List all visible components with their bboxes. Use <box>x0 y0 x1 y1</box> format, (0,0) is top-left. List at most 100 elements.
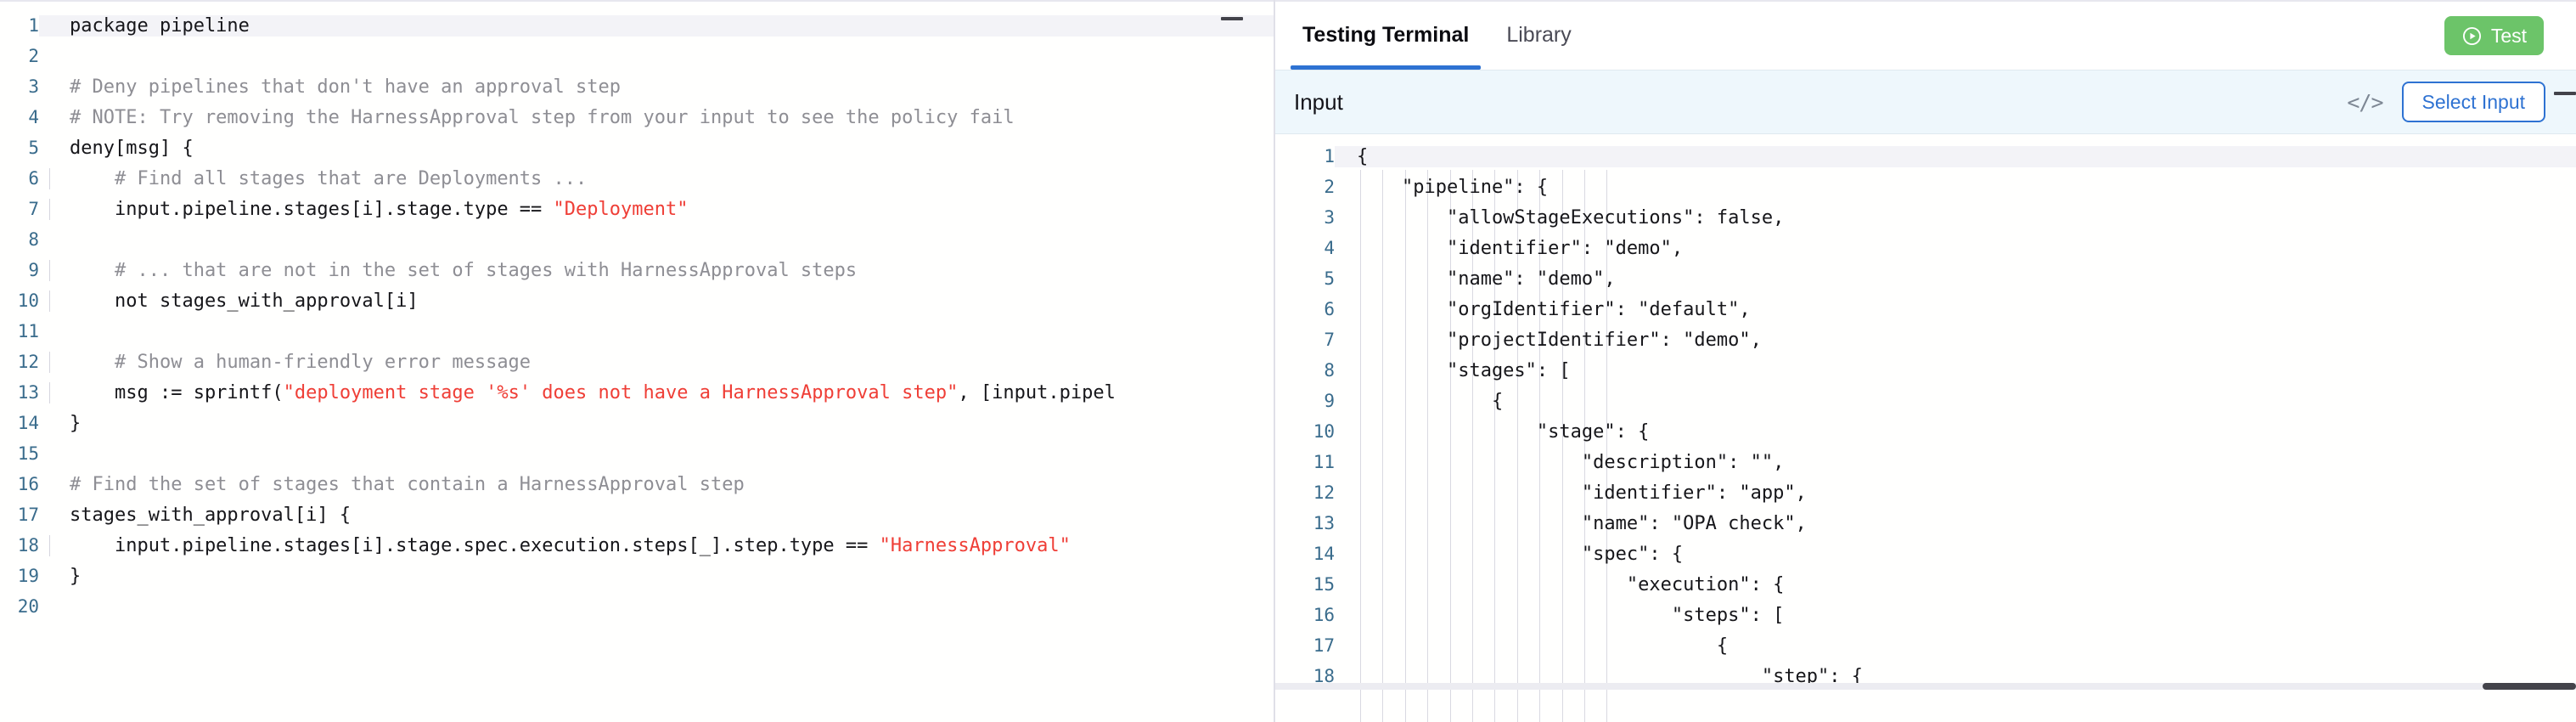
json-line[interactable]: 7 "projectIdentifier": "demo", <box>1275 324 2576 355</box>
line-number: 7 <box>1324 330 1335 350</box>
json-line-text: "identifier": "demo", <box>1357 237 1684 259</box>
json-line[interactable]: 16 "steps": [ <box>1275 600 2576 630</box>
line-number: 11 <box>1313 452 1335 472</box>
json-line-text: "steps": [ <box>1357 604 1785 626</box>
code-line[interactable]: 9 # ... that are not in the set of stage… <box>0 255 1274 285</box>
scrollbar-thumb[interactable] <box>2483 683 2576 690</box>
code-line-text: input.pipeline.stages[i].stage.spec.exec… <box>39 534 1274 556</box>
code-line-text: not stages_with_approval[i] <box>39 290 1274 312</box>
input-label: Input <box>1294 88 1343 115</box>
code-line[interactable]: 7 input.pipeline.stages[i].stage.type ==… <box>0 194 1274 224</box>
tab-library-label: Library <box>1506 23 1572 47</box>
json-line[interactable]: 9 { <box>1275 386 2576 416</box>
json-line[interactable]: 8 "stages": [ <box>1275 355 2576 386</box>
code-line[interactable]: 11 <box>0 316 1274 347</box>
test-button[interactable]: Test <box>2444 16 2544 55</box>
code-line[interactable]: 4 # NOTE: Try removing the HarnessApprova… <box>0 102 1274 133</box>
json-line[interactable]: 5 "name": "demo", <box>1275 263 2576 294</box>
code-line[interactable]: 20 <box>0 591 1274 622</box>
json-line-text: "name": "demo", <box>1357 268 1616 290</box>
horizontal-scrollbar[interactable] <box>1275 683 2576 690</box>
code-line[interactable]: 6 # Find all stages that are Deployments… <box>0 163 1274 194</box>
code-line[interactable]: 18 input.pipeline.stages[i].stage.spec.e… <box>0 530 1274 561</box>
code-brackets-icon[interactable]: </> <box>2347 89 2383 115</box>
code-line[interactable]: 19} <box>0 561 1274 591</box>
code-line[interactable]: 13 msg := sprintf("deployment stage '%s'… <box>0 377 1274 408</box>
line-number: 3 <box>1324 207 1335 228</box>
code-line[interactable]: 5 deny[msg] { <box>0 133 1274 163</box>
line-number: 4 <box>28 107 39 127</box>
editor-minimize-icon[interactable] <box>1221 17 1243 20</box>
line-number: 8 <box>28 229 39 250</box>
code-line[interactable]: 15 <box>0 438 1274 469</box>
json-line-text: "pipeline": { <box>1357 176 1549 198</box>
code-line[interactable]: 12 # Show a human-friendly error message <box>0 347 1274 377</box>
json-line[interactable]: 10 "stage": { <box>1275 416 2576 447</box>
code-token: deny[msg] { <box>70 137 194 159</box>
line-number: 10 <box>17 290 39 311</box>
json-line-text: { <box>1357 635 1729 657</box>
line-number: 12 <box>17 352 39 372</box>
code-line-text: } <box>39 413 1274 434</box>
json-line[interactable]: 14 "spec": { <box>1275 539 2576 569</box>
input-bar: Input </> Select Input <box>1275 70 2576 134</box>
input-json-viewer[interactable]: 1{2 "pipeline": {3 "allowStageExecutions… <box>1275 134 2576 722</box>
json-line[interactable]: 6 "orgIdentifier": "default", <box>1275 294 2576 324</box>
code-line-text: # Deny pipelines that don't have an appr… <box>39 76 1274 98</box>
line-number: 15 <box>1313 574 1335 595</box>
json-line[interactable]: 11 "description": "", <box>1275 447 2576 477</box>
code-token: # NOTE: Try removing the HarnessApproval… <box>70 106 1015 128</box>
line-number: 17 <box>1313 635 1335 656</box>
json-line[interactable]: 15 "execution": { <box>1275 569 2576 600</box>
play-circle-icon <box>2461 25 2483 47</box>
json-line[interactable]: 3 "allowStageExecutions": false, <box>1275 202 2576 233</box>
json-line[interactable]: 2 "pipeline": { <box>1275 172 2576 202</box>
json-line-text: "stages": [ <box>1357 359 1571 381</box>
code-line[interactable]: 8 <box>0 224 1274 255</box>
json-line[interactable]: 13 "name": "OPA check", <box>1275 508 2576 539</box>
line-number: 13 <box>1313 513 1335 533</box>
code-token: # Find the set of stages that contain a … <box>70 473 745 495</box>
line-number: 6 <box>1324 299 1335 319</box>
tab-testing-terminal[interactable]: Testing Terminal <box>1284 2 1488 70</box>
line-number: 5 <box>28 138 39 158</box>
line-number: 14 <box>1313 544 1335 564</box>
code-token: } <box>70 565 82 587</box>
test-pane-minimize-icon[interactable] <box>2554 92 2576 95</box>
line-number: 2 <box>28 46 39 66</box>
json-line-text: "name": "OPA check", <box>1357 512 1807 534</box>
tab-library[interactable]: Library <box>1488 2 1589 70</box>
line-number: 3 <box>28 76 39 97</box>
code-line-text: # Show a human-friendly error message <box>39 351 1274 373</box>
line-number: 4 <box>1324 238 1335 258</box>
code-line[interactable]: 14} <box>0 408 1274 438</box>
code-token: msg := sprintf( <box>70 381 284 403</box>
json-line-text: "orgIdentifier": "default", <box>1357 298 1751 320</box>
code-line-text: # Find all stages that are Deployments .… <box>39 167 1274 189</box>
select-input-button[interactable]: Select Input <box>2401 82 2545 122</box>
json-line-text: "projectIdentifier": "demo", <box>1357 329 1762 351</box>
json-line[interactable]: 1{ <box>1275 141 2576 172</box>
pane-divider[interactable] <box>1274 0 1275 722</box>
json-line-text: "identifier": "app", <box>1357 482 1807 504</box>
json-line[interactable]: 17 { <box>1275 630 2576 661</box>
json-line-text: "execution": { <box>1357 573 1785 595</box>
code-line[interactable]: 16# Find the set of stages that contain … <box>0 469 1274 499</box>
json-line[interactable]: 4 "identifier": "demo", <box>1275 233 2576 263</box>
json-line[interactable]: 12 "identifier": "app", <box>1275 477 2576 508</box>
json-line-text: "allowStageExecutions": false, <box>1357 206 1785 228</box>
json-line-text: { <box>1335 145 2576 167</box>
input-json-lines[interactable]: 1{2 "pipeline": {3 "allowStageExecutions… <box>1275 141 2576 691</box>
code-token: } <box>70 412 82 434</box>
line-number: 16 <box>1313 605 1335 625</box>
code-line[interactable]: 10 not stages_with_approval[i] <box>0 285 1274 316</box>
code-line[interactable]: 2 <box>0 41 1274 71</box>
tab-testing-terminal-label: Testing Terminal <box>1302 23 1470 47</box>
code-line[interactable]: 3# Deny pipelines that don't have an app… <box>0 71 1274 102</box>
code-token: "HarnessApproval" <box>879 534 1071 556</box>
line-number: 11 <box>17 321 39 341</box>
